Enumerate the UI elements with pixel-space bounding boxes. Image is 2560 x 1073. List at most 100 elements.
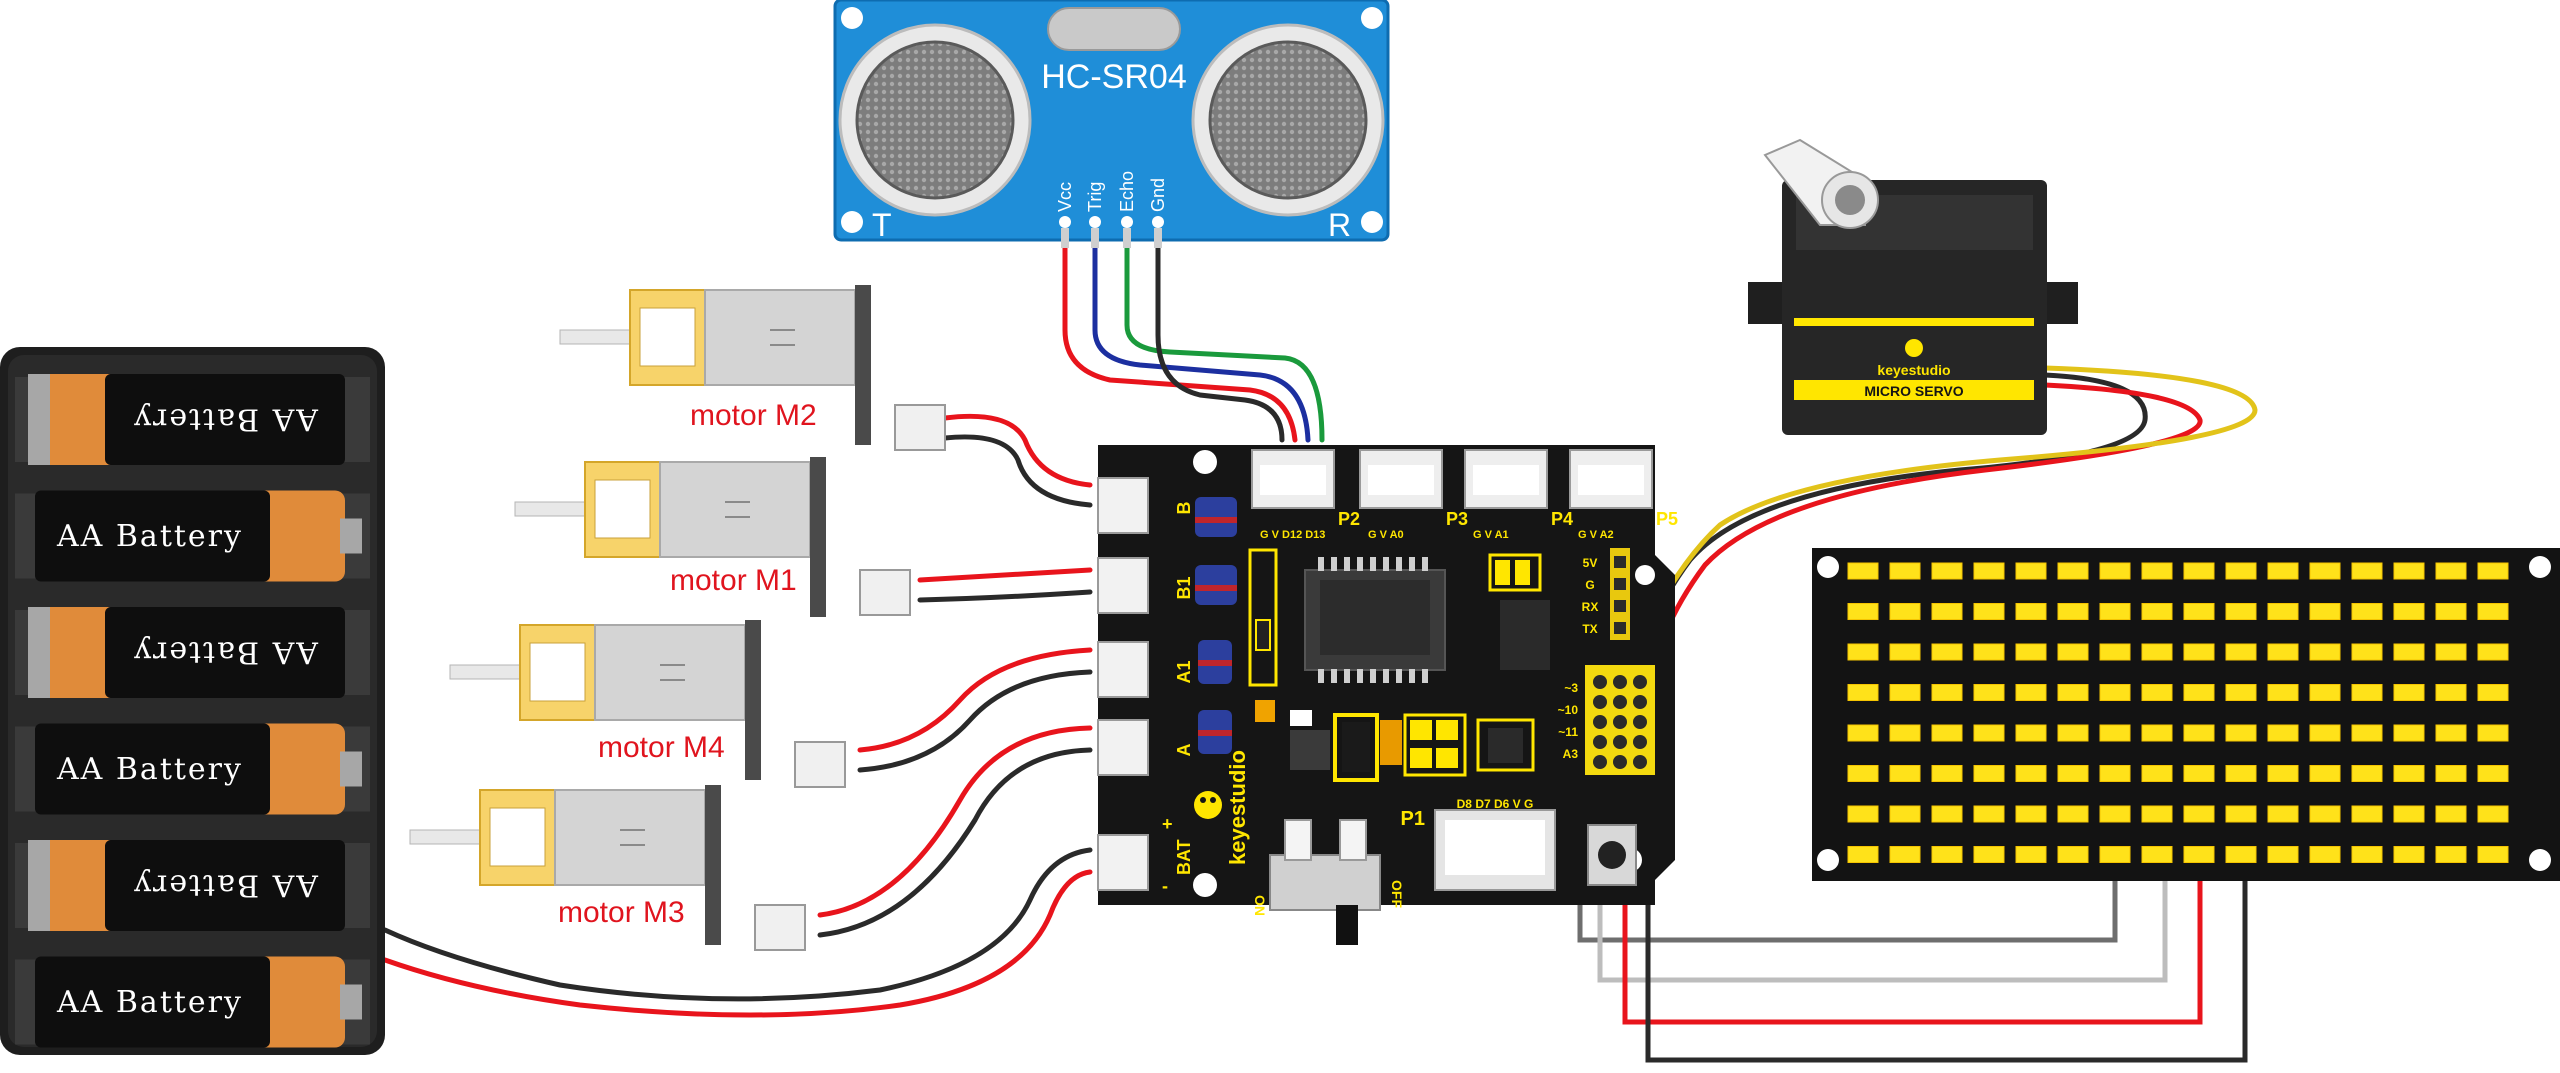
matrix-led	[2477, 684, 2509, 701]
matrix-led	[2225, 805, 2257, 823]
matrix-led	[1889, 603, 1921, 620]
matrix-led	[2099, 603, 2131, 620]
matrix-led	[2351, 684, 2383, 701]
header-port-name: P4	[1551, 509, 1573, 529]
bat-label: BAT	[1174, 839, 1194, 875]
battery-cell: AA Battery	[15, 374, 370, 465]
matrix-led	[2477, 724, 2509, 742]
sensor-pin-label: Echo	[1117, 171, 1137, 212]
matrix-led	[2141, 684, 2173, 701]
matrix-led	[2393, 643, 2425, 661]
matrix-led	[1889, 765, 1921, 782]
wire-servo-red	[1645, 382, 2203, 693]
p1-port: P1 D8 D7 D6 V G	[1401, 797, 1556, 891]
fuse-strip	[1248, 548, 1278, 687]
wire-m2-black	[942, 434, 1093, 508]
matrix-led	[1931, 805, 1963, 823]
matrix-led	[2393, 684, 2425, 701]
wire-trig	[1092, 232, 1311, 443]
board-brand: keyestudio	[1225, 750, 1250, 865]
receiver-can	[1191, 23, 1385, 217]
matrix-led	[2057, 846, 2089, 863]
matrix-led	[2309, 562, 2341, 580]
matrix-led	[1847, 724, 1879, 742]
board-logo: keyestudio	[1194, 750, 1250, 865]
matrix-led	[1847, 765, 1879, 782]
matrix-led	[2015, 684, 2047, 701]
wire-m3-black	[817, 747, 1093, 938]
side-pin-label: ~3	[1564, 681, 1578, 695]
matrix-led	[2351, 562, 2383, 580]
sensor-r-mark: R	[1328, 207, 1351, 243]
header-port-pins: G V A1	[1473, 529, 1509, 541]
bat-plus: +	[1162, 814, 1173, 834]
matrix-led	[1931, 603, 1963, 620]
matrix-led	[2435, 724, 2467, 742]
yellow-components	[1255, 553, 1550, 782]
matrix-led	[2015, 805, 2047, 823]
matrix-led	[2015, 603, 2047, 620]
battery-cell-label: AA Battery	[132, 868, 319, 903]
header-port-pins: G V D12 D13	[1260, 529, 1325, 541]
digital-pin-header	[1585, 665, 1655, 775]
sensor-pin-leg	[1091, 228, 1099, 248]
bat-minus: -	[1162, 876, 1168, 896]
battery-cell: AA Battery	[15, 607, 370, 698]
sensor-model-label: HC-SR04	[1041, 58, 1186, 96]
matrix-led	[2267, 562, 2299, 580]
sensor-pin-pad	[1121, 216, 1133, 228]
matrix-led	[2015, 643, 2047, 661]
matrix-led	[2099, 846, 2131, 863]
sensor-pin-pad	[1152, 216, 1164, 228]
matrix-led	[2057, 805, 2089, 823]
matrix-led	[1931, 724, 1963, 742]
matrix-led	[2309, 684, 2341, 701]
matrix-led	[2015, 562, 2047, 580]
matrix-led	[2225, 643, 2257, 661]
matrix-led	[2309, 643, 2341, 661]
matrix-led	[1973, 724, 2005, 742]
header-port-name: P3	[1446, 509, 1468, 529]
matrix-led	[1973, 805, 2005, 823]
wire-m4-black	[857, 669, 1093, 773]
matrix-led	[1847, 684, 1879, 701]
header-port-name: P2	[1338, 509, 1360, 529]
wire-gnd	[1155, 232, 1285, 443]
matrix-led	[1973, 684, 2005, 701]
matrix-led	[2057, 603, 2089, 620]
matrix-led	[2141, 724, 2173, 742]
sensor-pin-pad	[1089, 216, 1101, 228]
motor-port-socket	[1097, 557, 1149, 614]
reset-button[interactable]	[1587, 824, 1637, 886]
matrix-led	[2057, 643, 2089, 661]
matrix-led	[2225, 765, 2257, 782]
matrix-led	[2183, 846, 2215, 863]
matrix-led	[2015, 765, 2047, 782]
header-port-pins: G V A0	[1368, 529, 1404, 541]
motor-label: motor M4	[598, 731, 725, 764]
side-pin-label: ~10	[1558, 703, 1579, 717]
sensor-pin-label: Vcc	[1055, 182, 1075, 212]
motor-label: motor M1	[670, 564, 797, 597]
matrix-led	[2267, 846, 2299, 863]
wire-servo-yellow	[1617, 365, 2258, 693]
power-switch[interactable]: ON OFF	[1252, 819, 1405, 945]
matrix-led	[2225, 724, 2257, 742]
matrix-led	[1889, 724, 1921, 742]
side-pin-label: ~11	[1558, 725, 1578, 739]
motor-port-socket	[1097, 641, 1149, 698]
matrix-led	[2099, 643, 2131, 661]
matrix-led	[2435, 846, 2467, 863]
motor-port-label: A	[1174, 744, 1194, 757]
matrix-led	[2393, 562, 2425, 580]
wire-m1-red	[917, 567, 1093, 583]
matrix-led	[2477, 603, 2509, 620]
motor-label: motor M2	[690, 399, 817, 432]
wire-m3-red	[817, 725, 1093, 918]
